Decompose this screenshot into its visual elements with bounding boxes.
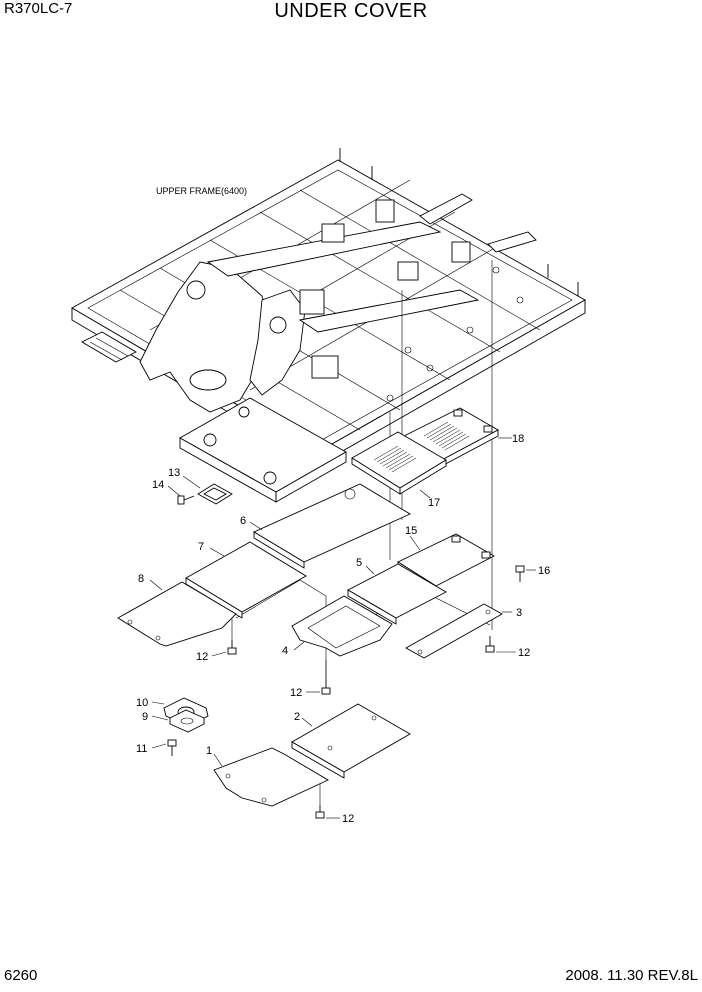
part-13-small-cover <box>197 483 233 505</box>
callout-11: 11 <box>136 743 147 755</box>
callout-4: 4 <box>282 645 288 657</box>
callout-17: 17 <box>428 497 440 509</box>
callout-1: 1 <box>206 745 212 757</box>
callout-14: 14 <box>152 479 164 491</box>
callout-leader-lines <box>149 437 536 819</box>
part-8-cover-plate <box>117 581 237 647</box>
page-title: UNDER COVER <box>274 0 428 22</box>
part-6-long-cover <box>253 483 411 569</box>
upper-frame-drawing <box>71 148 586 503</box>
part-1-shaped-cover <box>213 747 329 807</box>
callout-5: 5 <box>356 557 362 569</box>
callout-12-bottom: 12 <box>342 813 354 825</box>
callout-15: 15 <box>405 525 417 537</box>
part-16-bolt <box>515 565 525 582</box>
part-9-gasket <box>169 709 205 733</box>
callout-13: 13 <box>168 467 180 479</box>
part-12-bolt-b <box>485 636 495 653</box>
callout-6: 6 <box>240 515 246 527</box>
part-7-cover-plate <box>185 541 307 619</box>
part-3-strip-cover <box>405 603 503 659</box>
callout-12-middle: 12 <box>290 687 302 699</box>
callout-8: 8 <box>138 573 144 585</box>
page-number: 6260 <box>4 967 38 984</box>
model-label: R370LC-7 <box>4 0 73 17</box>
callout-12-left: 12 <box>196 651 208 663</box>
part-5-cover-plate <box>347 563 447 625</box>
part-11-bolt <box>167 739 177 756</box>
callout-9: 9 <box>142 711 148 723</box>
callout-3: 3 <box>516 607 522 619</box>
callout-16: 16 <box>538 565 550 577</box>
callout-12-right: 12 <box>518 647 530 659</box>
revision-date: 2008. 11.30 REV.8L <box>565 967 698 984</box>
part-12-bolt-c <box>321 680 331 695</box>
callout-7: 7 <box>198 541 204 553</box>
callout-10: 10 <box>136 697 148 709</box>
part-2-cover-plate <box>291 703 411 779</box>
part-17-grille-cover <box>351 431 447 495</box>
callout-2: 2 <box>294 711 300 723</box>
part-4-shaped-cover <box>291 595 393 657</box>
part-14-bolt <box>177 495 195 505</box>
part-12-bolt-a <box>227 640 237 655</box>
upper-frame-label: UPPER FRAME(6400) <box>156 186 247 196</box>
callout-18: 18 <box>512 433 524 445</box>
part-12-bolt-d <box>315 805 325 819</box>
